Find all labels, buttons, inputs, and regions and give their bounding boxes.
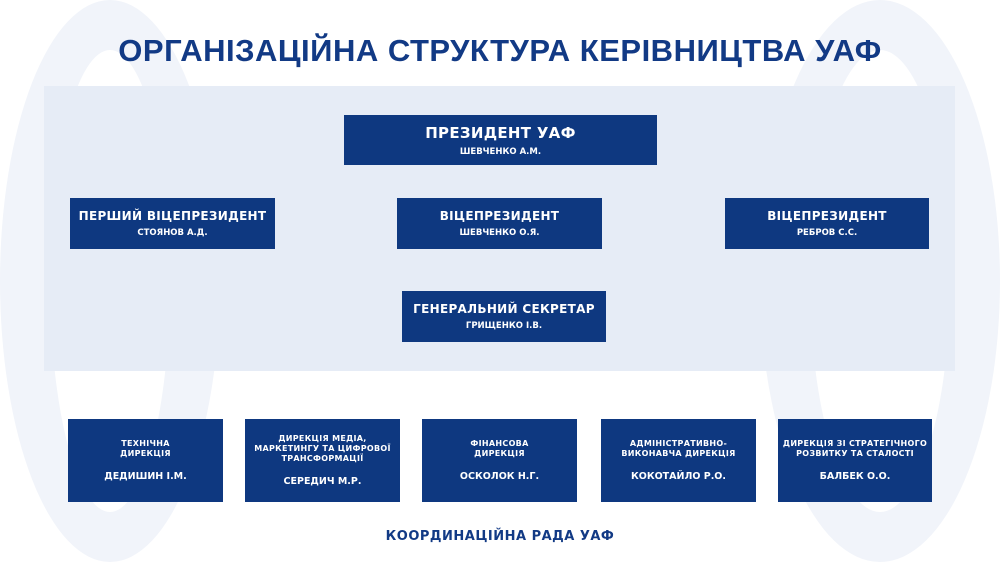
person-name: ШЕВЧЕНКО А.М. [459,146,542,157]
role-label: ВІЦЕПРЕЗИДЕНТ [767,209,887,223]
directorate-box: ДИРЕКЦІЯ ЗІ СТРАТЕГІЧНОГО РОЗВИТКУ ТА СТ… [778,419,932,502]
page-title: ОРГАНІЗАЦІЙНА СТРУКТУРА КЕРІВНИЦТВА УАФ [118,33,882,68]
role-label: ВІЦЕПРЕЗИДЕНТ [439,209,560,223]
first-vp-box: ПЕРШИЙ ВІЦЕПРЕЗИДЕНТ СТОЯНОВ А.Д. [70,198,275,249]
person-name: БАЛБЕК О.О. [819,471,891,482]
person-name: ОСКОЛОК Н.Г. [459,471,540,482]
directorate-box: ТЕХНІЧНА ДИРЕКЦІЯ ДЕДИШИН І.М. [68,419,223,502]
directorate-box: ДИРЕКЦІЯ МЕДІА, МАРКЕТИНГУ ТА ЦИФРОВОЇ Т… [245,419,400,502]
role-label: ПЕРШИЙ ВІЦЕПРЕЗИДЕНТ [78,209,267,223]
person-name: ДЕДИШИН І.М. [104,471,187,482]
role-label: ФІНАНСОВА ДИРЕКЦІЯ [470,439,529,458]
role-label: ТЕХНІЧНА ДИРЕКЦІЯ [120,439,171,458]
person-name: СТОЯНОВ А.Д. [137,228,208,238]
role-label: ПРЕЗИДЕНТ УАФ [425,123,576,142]
person-name: ГРИЩЕНКО І.В. [465,321,543,331]
role-label: ГЕНЕРАЛЬНИЙ СЕКРЕТАР [413,302,595,316]
person-name: КОКОТАЙЛО Р.О. [631,471,726,482]
role-label: АДМІНІСТРАТИВНО-ВИКОНАВЧА ДИРЕКЦІЯ [621,439,736,458]
directorate-box: ФІНАНСОВА ДИРЕКЦІЯ ОСКОЛОК Н.Г. [422,419,577,502]
vp-box: ВІЦЕПРЕЗИДЕНТ РЕБРОВ С.С. [725,198,929,249]
directorate-box: АДМІНІСТРАТИВНО-ВИКОНАВЧА ДИРЕКЦІЯ КОКОТ… [601,419,756,502]
person-name: ШЕВЧЕНКО О.Я. [459,228,540,238]
coordination-council-label: КООРДИНАЦІЙНА РАДА УАФ [385,529,615,544]
vp-box: ВІЦЕПРЕЗИДЕНТ ШЕВЧЕНКО О.Я. [397,198,602,249]
role-label: ДИРЕКЦІЯ МЕДІА, МАРКЕТИНГУ ТА ЦИФРОВОЇ Т… [254,434,391,463]
person-name: РЕБРОВ С.С. [796,228,858,238]
general-secretary-box: ГЕНЕРАЛЬНИЙ СЕКРЕТАР ГРИЩЕНКО І.В. [402,291,606,342]
person-name: СЕРЕДИЧ М.Р. [283,476,362,487]
role-label: ДИРЕКЦІЯ ЗІ СТРАТЕГІЧНОГО РОЗВИТКУ ТА СТ… [782,439,928,458]
president-box: ПРЕЗИДЕНТ УАФ ШЕВЧЕНКО А.М. [344,115,657,165]
